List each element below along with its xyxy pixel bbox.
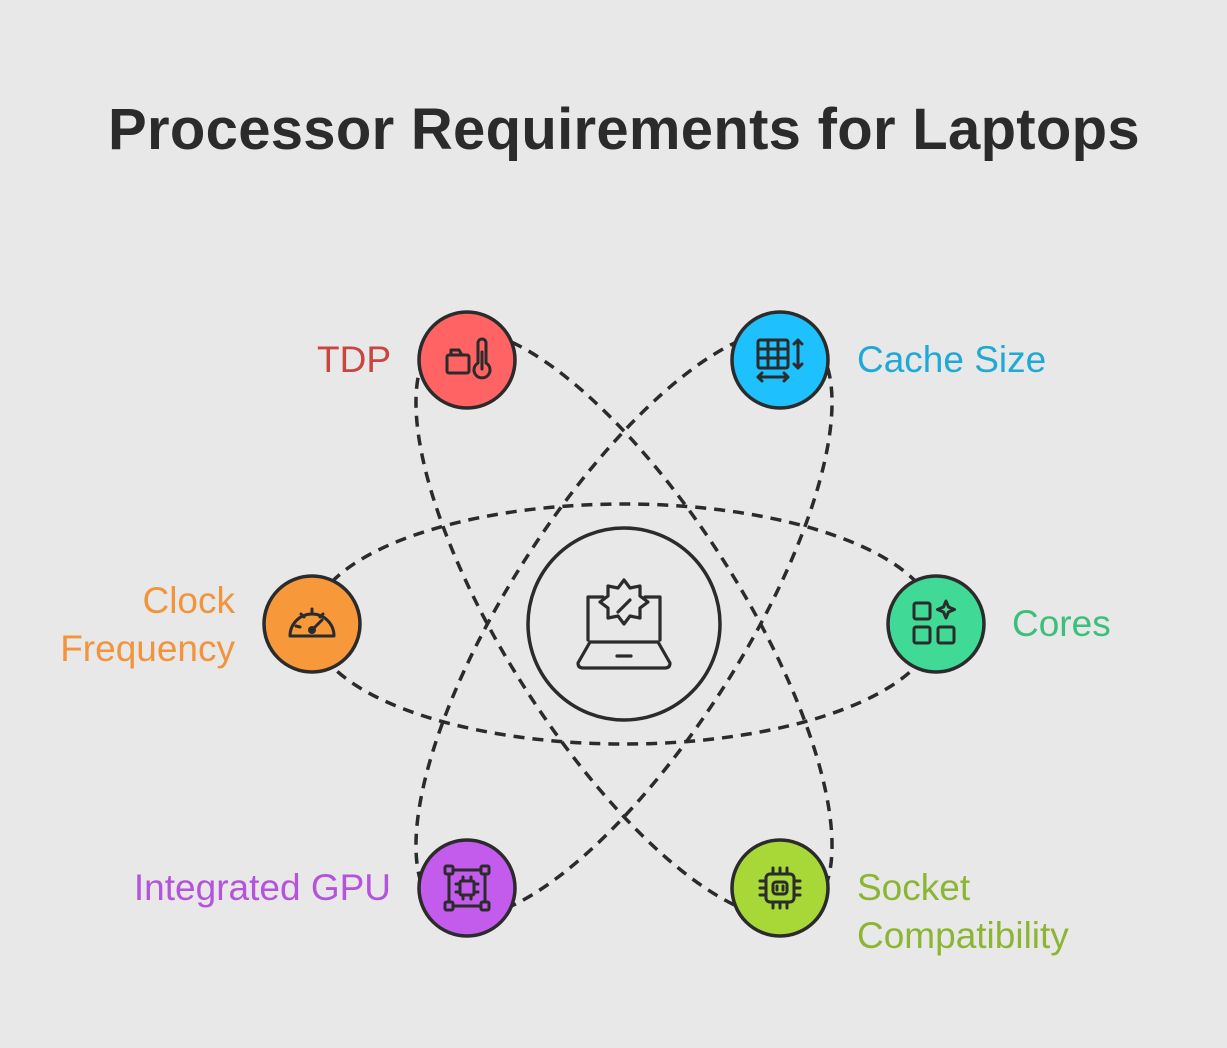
grid-sparkle-icon (912, 599, 956, 645)
laptop-gear-icon (576, 578, 672, 670)
label-tdp: TDP (317, 339, 391, 380)
node-cores (886, 574, 986, 674)
node-gpu (417, 838, 517, 938)
label-cache-size: Cache Size (857, 339, 1047, 380)
node-cache (730, 310, 830, 410)
label-clock-frequency: Clock Frequency (60, 580, 235, 669)
label-integrated-gpu: Integrated GPU (133, 867, 391, 908)
chip-frame-icon (443, 864, 491, 912)
table-resize-icon (756, 338, 804, 383)
cpu-chip-icon (758, 866, 802, 910)
center-hub (526, 526, 722, 722)
label-socket-compatibility: Socket Compatibility (857, 867, 1069, 956)
speedometer-icon (288, 607, 336, 638)
node-tdp (417, 310, 517, 410)
node-socket (730, 838, 830, 938)
thermometer-icon (445, 337, 492, 380)
diagram-title: Processor Requirements for Laptops (108, 97, 1140, 162)
node-clock (262, 574, 362, 674)
label-cores: Cores (1012, 603, 1111, 644)
